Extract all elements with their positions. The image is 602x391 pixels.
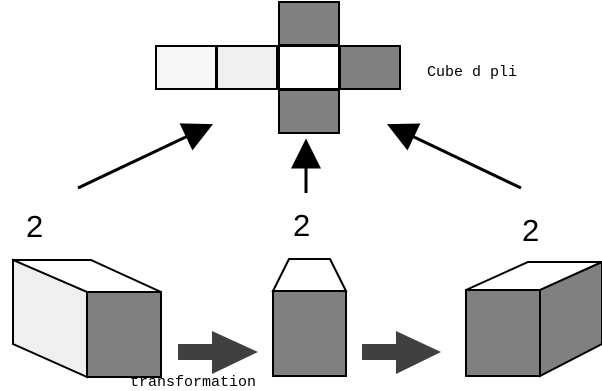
arrow-right-to-net <box>386 123 522 190</box>
arrow-left-to-net <box>77 123 214 190</box>
box-left <box>12 258 162 379</box>
count-label-left: 2 <box>26 209 43 244</box>
net-face-right <box>339 45 401 90</box>
transform-arrow-2 <box>362 331 441 374</box>
count-label-middle: 2 <box>293 208 310 243</box>
transform-arrow-1 <box>178 331 258 374</box>
transformation-label: transformation <box>130 374 256 391</box>
net-face-top <box>278 1 340 46</box>
box-middle-top-face <box>271 258 348 292</box>
net-face-center <box>278 45 340 90</box>
count-label-right: 2 <box>522 213 539 248</box>
net-face-left-1 <box>155 45 217 90</box>
box-right-side-face <box>539 260 602 378</box>
net-face-left-2 <box>216 45 278 90</box>
box-right <box>465 260 602 378</box>
box-left-end-face <box>86 291 162 378</box>
box-middle-front-face <box>272 290 347 377</box>
cube-net <box>155 1 401 134</box>
net-caption: Cube d pli <box>427 64 517 81</box>
net-face-bottom <box>278 89 340 134</box>
box-right-front-face <box>465 289 541 377</box>
box-middle <box>271 258 348 377</box>
